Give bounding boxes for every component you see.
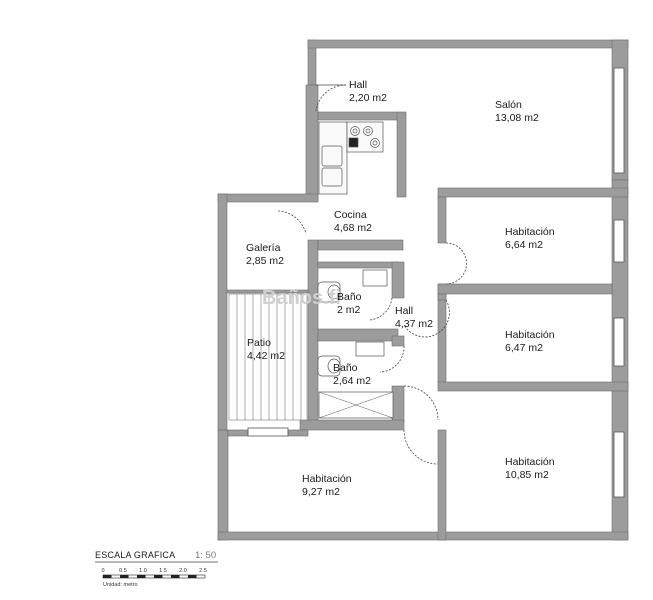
washbasin-icon [355,341,385,357]
room-name-salon: Salón [495,99,522,111]
window-salon [613,67,625,174]
window-habitacion-3 [613,431,625,498]
scale-ratio: 1: 50 [195,550,216,561]
room-name-bano-2: Baño [333,362,358,374]
windows [247,67,625,498]
room-area-patio: 4,42 m2 [247,350,285,362]
room-area-habitacion-2: 6,47 m2 [505,342,543,354]
doors [277,84,467,465]
scale-tick: 2.5 [199,568,207,574]
scale-title: ESCALA GRAFICA [95,550,175,560]
graphic-scale: ESCALA GRAFICA 1: 50 0 0.5 1.0 1.5 2.0 2… [95,550,218,588]
scale-tick: 1.0 [139,568,147,574]
room-area-bano-1: 2 m2 [337,304,361,316]
room-area-habitacion-4: 9,27 m2 [302,486,340,498]
room-name-cocina: Cocina [334,209,367,221]
room-name-hall-upper: Hall [349,79,367,91]
room-labels: Hall 2,20 m2 Salón 13,08 m2 Cocina 4,68 … [246,79,555,498]
scale-tick: 1.5 [159,568,167,574]
room-area-hall-lower: 4,37 m2 [395,318,433,330]
room-area-salon: 13,08 m2 [495,112,539,124]
bathroom-fixtures [317,269,394,419]
patio-deck [228,293,308,421]
room-area-bano-2: 2,64 m2 [333,375,371,387]
room-name-galeria: Galería [246,242,281,254]
room-area-galeria: 2,85 m2 [246,255,284,267]
room-name-patio: Patio [247,337,271,349]
kitchen-fixtures [318,121,384,195]
room-area-hall-upper: 2,20 m2 [349,92,387,104]
room-name-habitacion-2: Habitación [505,329,555,341]
room-name-habitacion-4: Habitación [302,473,352,485]
room-area-habitacion-3: 10,85 m2 [505,469,549,481]
window-habitacion-4 [247,427,289,437]
sink-icon [321,145,343,167]
room-name-hall-lower: Hall [395,305,413,317]
scale-unit: Unidad: metro [103,582,138,588]
cooktop-icon [346,121,384,153]
washbasin-icon [362,269,388,287]
scale-tick: 2.0 [179,568,187,574]
room-name-habitacion-1: Habitación [505,226,555,238]
room-area-habitacion-1: 6,64 m2 [505,239,543,251]
room-area-cocina: 4,68 m2 [334,222,372,234]
room-name-bano-1: Baño [337,291,362,303]
window-habitacion-2 [613,317,625,367]
scale-tick: 0.5 [119,568,127,574]
window-habitacion-1 [613,219,625,263]
room-name-habitacion-3: Habitación [505,456,555,468]
watermark: Baños.fi [262,287,341,309]
scale-tick: 0 [101,568,104,574]
